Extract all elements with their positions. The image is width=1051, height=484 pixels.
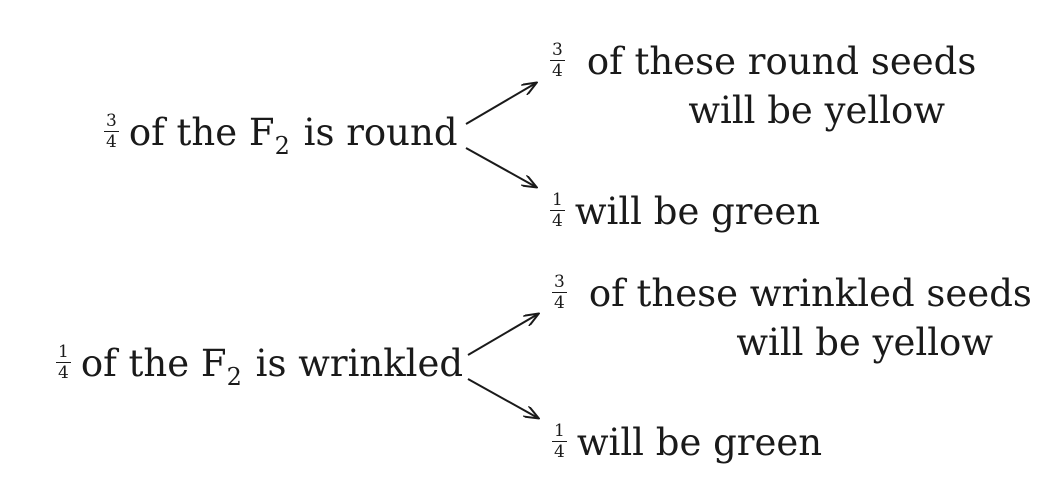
round-green-fraction: 1 4 (550, 189, 565, 231)
round-parent-label: 3 4 of the F2 is round (104, 110, 458, 158)
round-yellow-fraction: 3 4 (550, 39, 565, 81)
arrow-wrinkled-to-yellow (467, 314, 538, 356)
wrinkled-yellow-label: 3 4 of these wrinkled seeds (552, 271, 1032, 316)
arrow-round-to-yellow (465, 83, 536, 125)
wrinkled-parent-subscript: 2 (226, 363, 242, 391)
wrinkled-parent-text: of the F (80, 342, 227, 385)
round-green-text: will be green (574, 190, 821, 233)
wrinkled-yellow-line2: will be yellow (736, 321, 993, 364)
wrinkled-yellow-line1: of these wrinkled seeds (588, 272, 1032, 315)
wrinkled-green-text: will be green (576, 421, 823, 464)
round-yellow-line1: of these round seeds (586, 40, 977, 83)
round-parent-text: of the F (128, 111, 275, 154)
round-parent-subscript: 2 (274, 132, 290, 160)
wrinkled-green-label: 1 4 will be green (552, 420, 823, 465)
wrinkled-green-fraction: 1 4 (552, 420, 567, 462)
wrinkled-parent-fraction: 1 4 (56, 341, 71, 383)
round-green-label: 1 4 will be green (550, 189, 821, 234)
wrinkled-yellow-fraction: 3 4 (552, 271, 567, 313)
round-parent-text-tail: is round (291, 111, 458, 154)
wrinkled-parent-text-tail: is wrinkled (243, 342, 464, 385)
round-yellow-label: 3 4 of these round seeds (550, 39, 977, 84)
arrow-wrinkled-to-green (467, 378, 538, 418)
round-parent-fraction: 3 4 (104, 110, 119, 152)
round-yellow-line2: will be yellow (688, 89, 945, 132)
wrinkled-parent-label: 1 4 of the F2 is wrinkled (56, 341, 464, 389)
arrow-round-to-green (465, 147, 536, 187)
